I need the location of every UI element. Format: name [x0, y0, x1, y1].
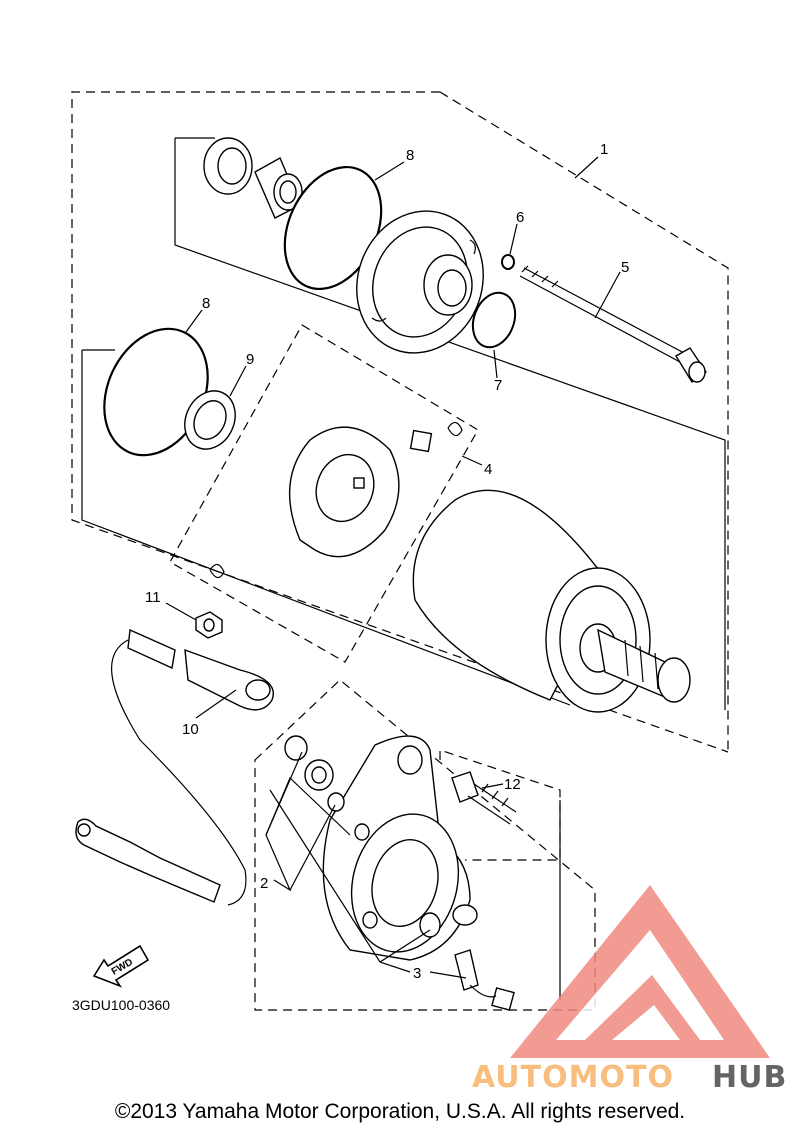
through-bolt-5: [519, 265, 707, 384]
callout-10: 10: [182, 721, 199, 738]
yoke-housing: [412, 489, 651, 713]
callout-12: 12: [504, 776, 521, 793]
armature-shaft: [597, 628, 691, 703]
lead-wire-10: [75, 628, 274, 906]
nut-11: [195, 611, 223, 639]
callout-6: 6: [516, 209, 524, 226]
callout-labels: 1 2 3 4 5 6 7 8 8 9 10 11 12: [145, 141, 629, 982]
bolt-boundary-12: [439, 749, 561, 861]
brush-plate-boundary-4: [169, 324, 479, 663]
callout-1: 1: [600, 141, 608, 158]
assembly-boundary-1: [71, 91, 729, 753]
o-ring-7: [471, 291, 517, 349]
callout-2: 2: [260, 875, 268, 892]
callout-11: 11: [145, 589, 161, 606]
copyright-notice: ©2013 Yamaha Motor Corporation, U.S.A. A…: [114, 1100, 686, 1123]
o-ring-6: [501, 254, 515, 270]
automotohub-logo: AUTOMOTO HUB: [472, 885, 787, 1095]
brush-plate: [209, 421, 463, 579]
fwd-arrow-icon: FWD: [92, 944, 150, 988]
callout-8-top: 8: [406, 147, 414, 164]
diagram-part-code: 3GDU100-0360: [72, 997, 170, 1013]
rear-cover: [356, 210, 484, 354]
callout-8-left: 8: [202, 295, 210, 312]
brand-hub: HUB: [712, 1060, 787, 1095]
brush-3: [454, 949, 515, 1011]
front-cover-boundary: [254, 679, 596, 1011]
callout-5: 5: [621, 259, 629, 276]
washer-9: [184, 390, 236, 450]
brand-automoto: AUTOMOTO: [472, 1060, 674, 1095]
callout-4: 4: [484, 461, 492, 478]
callout-3: 3: [413, 965, 421, 982]
oil-seal: [203, 137, 253, 195]
front-cover: [322, 735, 478, 961]
bolt-12: [451, 771, 517, 825]
callout-9: 9: [246, 351, 254, 368]
frame-lines: [81, 137, 726, 1000]
leader-lines: [165, 156, 621, 979]
callout-7: 7: [494, 377, 502, 394]
